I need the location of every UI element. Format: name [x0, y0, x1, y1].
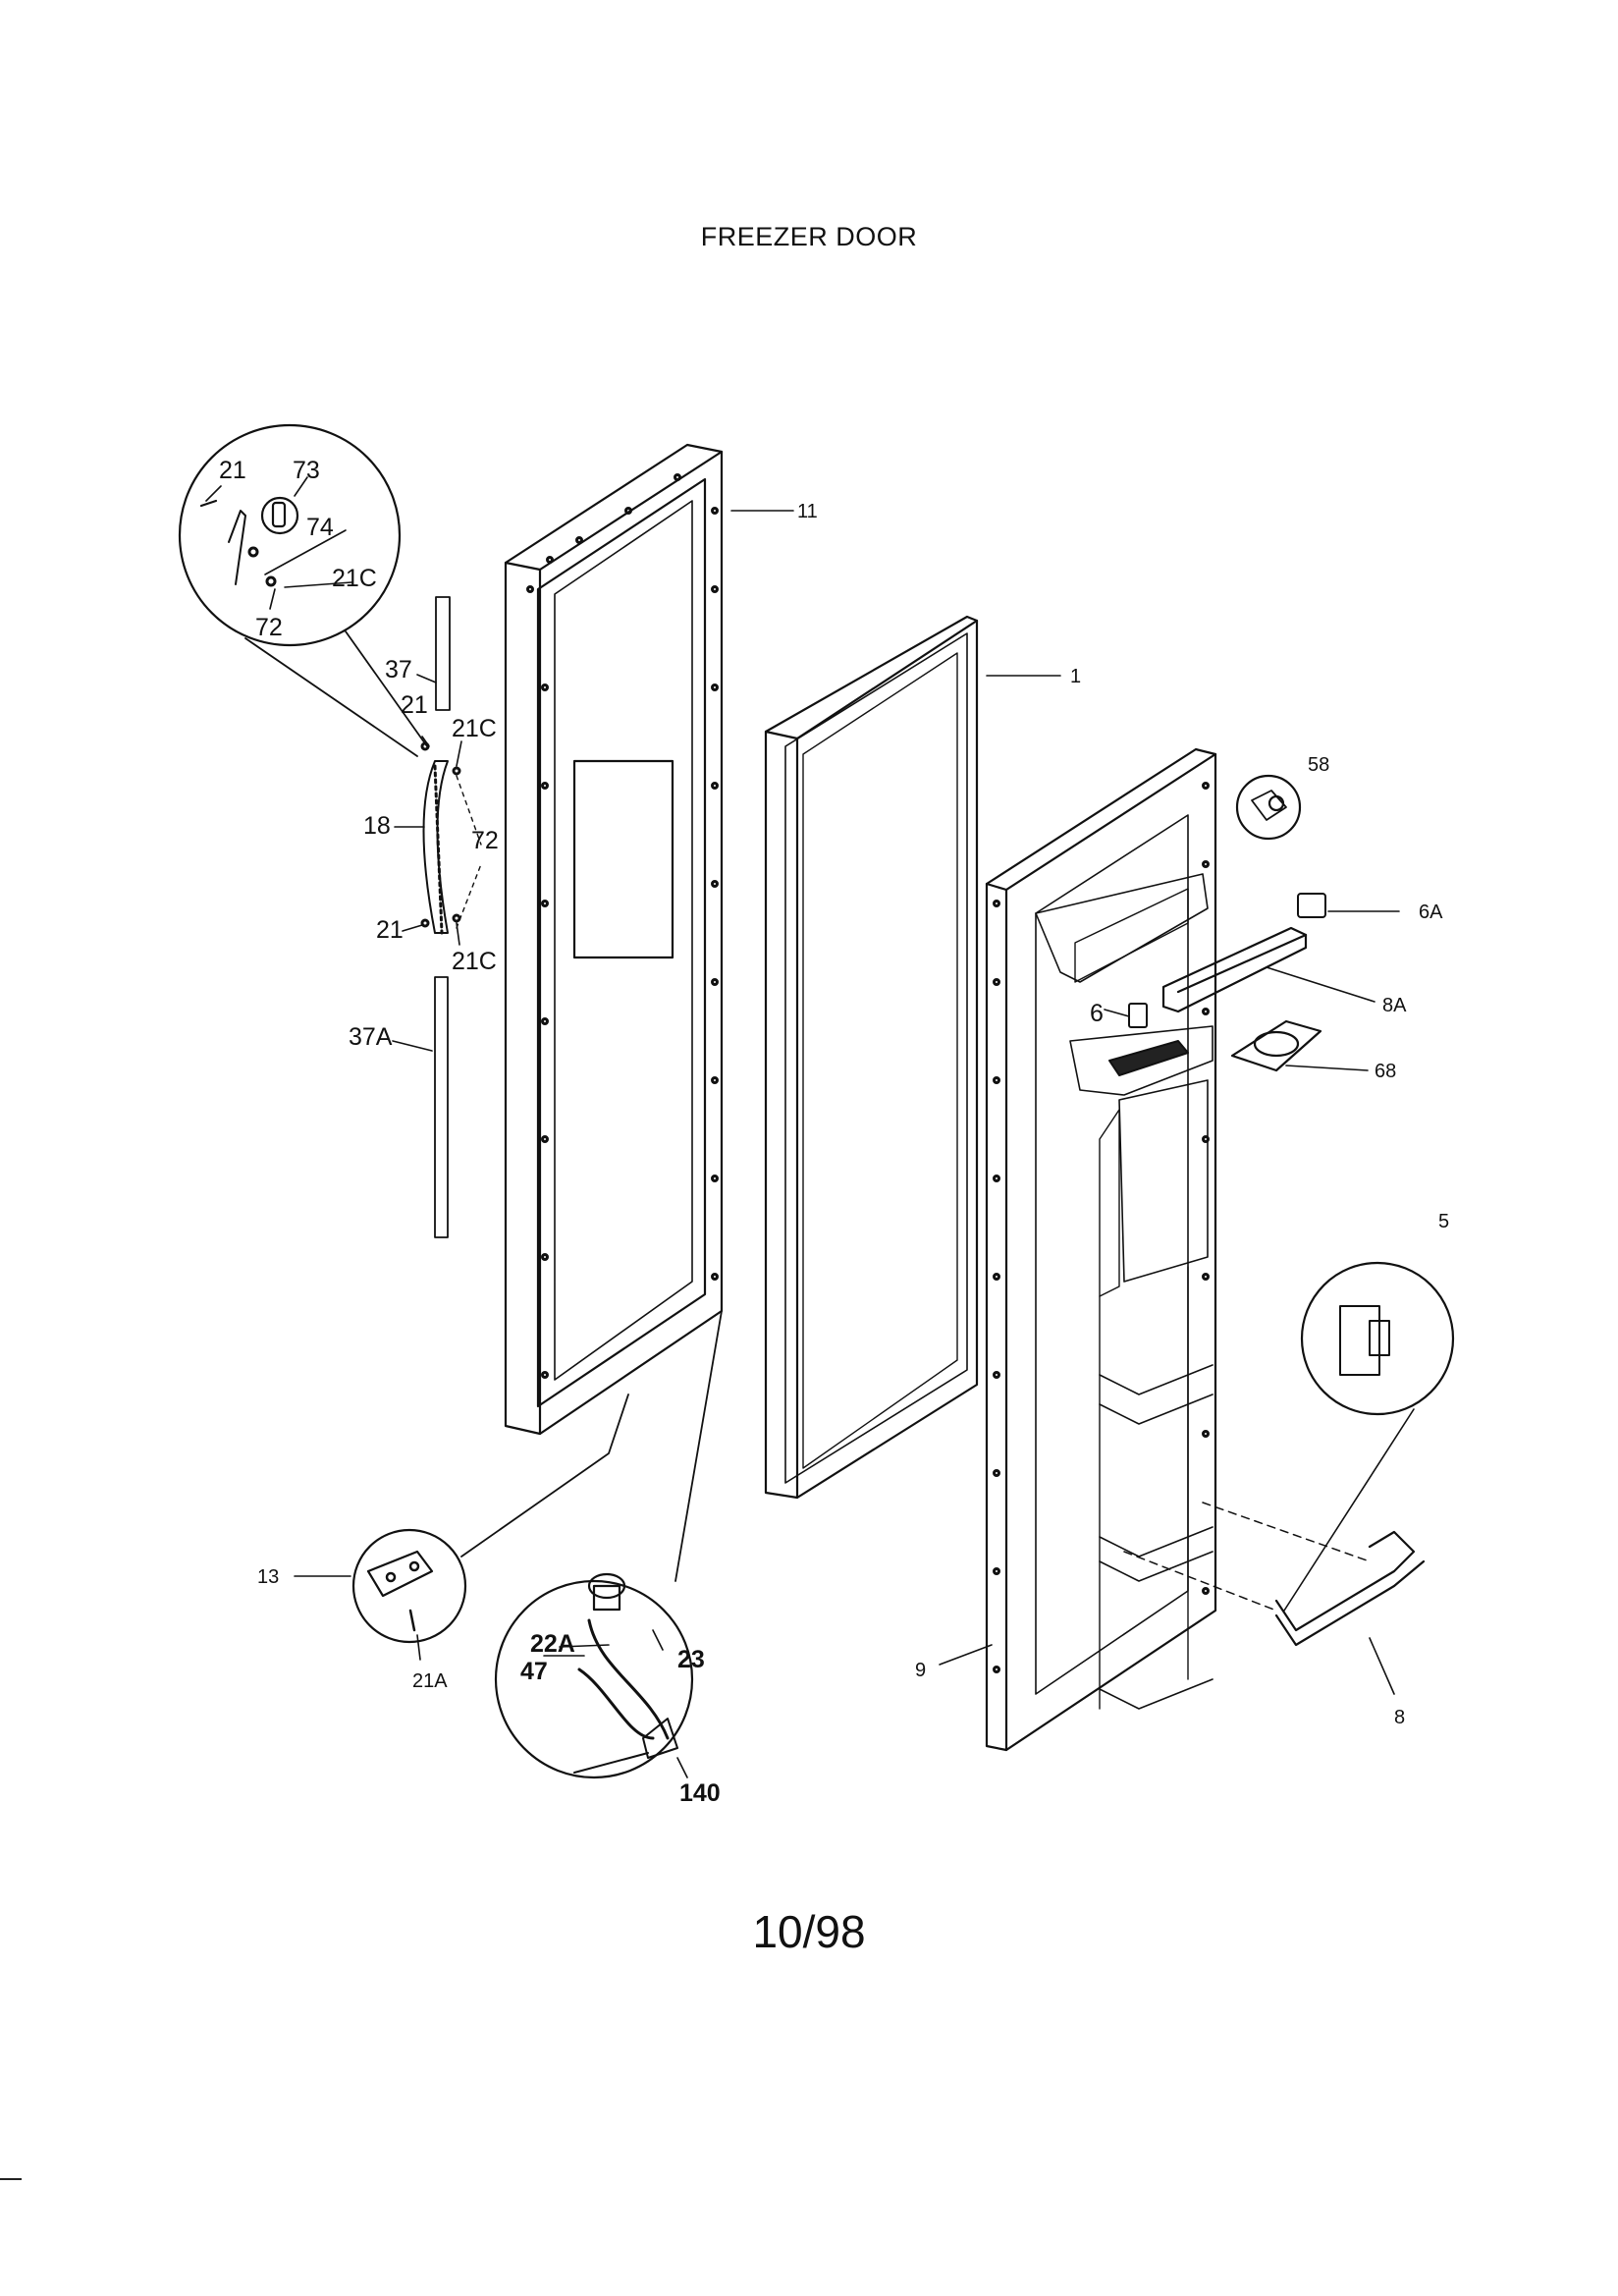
callout-21a: 21A: [412, 1670, 448, 1692]
dispenser-cup-68: [1230, 1019, 1322, 1072]
callout-1: 1: [1070, 666, 1081, 687]
callout-11: 11: [797, 501, 818, 522]
page-edge-mark: [0, 2178, 22, 2180]
callout-13: 13: [257, 1566, 279, 1588]
callout-72-top: 72: [255, 614, 283, 641]
callout-21-low: 21: [376, 916, 404, 944]
clip-6a: [1297, 893, 1326, 918]
callout-68: 68: [1375, 1061, 1396, 1082]
callout-5: 5: [1438, 1211, 1449, 1232]
callout-21c-low: 21C: [452, 948, 497, 975]
clip-5-detail: [1283, 1261, 1455, 1612]
callout-140: 140: [679, 1779, 721, 1807]
callout-21-mid: 21: [401, 691, 428, 719]
callout-23: 23: [677, 1646, 705, 1673]
callout-21-top: 21: [219, 457, 246, 484]
callout-labels: 21 73 74 21C 72 37 21 21C 18 72 21 21C 3…: [219, 457, 1449, 1807]
callout-8a: 8A: [1382, 995, 1407, 1016]
door-gasket: [764, 615, 979, 1500]
leader-lines: [205, 476, 1400, 1778]
date-code: 10/98: [752, 1906, 866, 1957]
callout-6: 6: [1090, 1000, 1104, 1027]
callout-37: 37: [385, 656, 412, 683]
outer-door-panel: [504, 443, 724, 1436]
door-handle-assembly: [420, 596, 482, 1238]
callout-6a: 6A: [1419, 902, 1443, 923]
callout-37a: 37A: [349, 1023, 393, 1051]
hinge-detail-circle: [178, 423, 428, 757]
callout-58: 58: [1308, 754, 1329, 776]
callout-21c-top: 21C: [332, 565, 377, 592]
callout-9: 9: [915, 1660, 926, 1681]
bracket-8a: [1161, 926, 1308, 1013]
screw-58-detail: [1235, 774, 1302, 841]
hinge-13-detail: [351, 1394, 629, 1644]
wire-harness-detail: [494, 1310, 723, 1779]
callout-73: 73: [293, 457, 320, 484]
callout-47: 47: [520, 1658, 548, 1685]
shelf-bar-8: [1123, 1502, 1426, 1647]
callout-72-mid: 72: [471, 827, 499, 854]
callout-22a: 22A: [530, 1630, 575, 1658]
clip-6: [1128, 1003, 1148, 1028]
callout-8: 8: [1394, 1707, 1405, 1728]
inner-door-liner: [985, 747, 1217, 1752]
callout-21c-mid: 21C: [452, 715, 497, 742]
callout-18: 18: [363, 812, 391, 840]
page-title: FREEZER DOOR: [700, 222, 918, 251]
callout-74: 74: [306, 514, 334, 541]
